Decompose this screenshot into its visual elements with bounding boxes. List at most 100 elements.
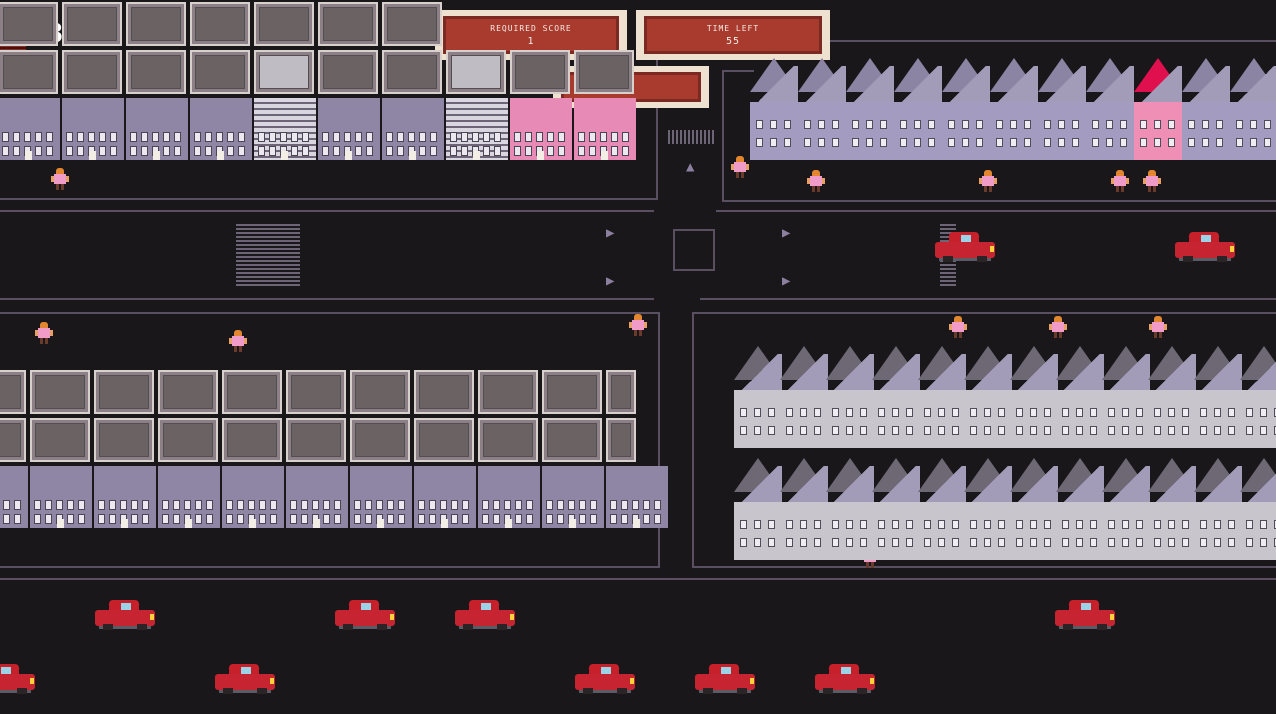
window (1182, 408, 1189, 417)
house-body (1240, 390, 1276, 448)
window (355, 146, 362, 156)
pedestrian-leg (1116, 186, 1119, 192)
window (429, 500, 436, 510)
window (206, 500, 213, 510)
building-front (446, 98, 508, 160)
window (131, 514, 138, 524)
window (906, 520, 913, 529)
window (163, 146, 170, 156)
window (206, 514, 213, 524)
car-wheel (103, 624, 113, 630)
house-roof (798, 66, 846, 106)
window (472, 132, 479, 142)
car-icon (575, 664, 635, 696)
window (996, 120, 1003, 129)
house-roof (1134, 66, 1182, 106)
house-body (1240, 502, 1276, 560)
house-body (798, 102, 846, 160)
house-body (1102, 502, 1150, 560)
rooftop (382, 2, 442, 46)
car-wheel (617, 688, 627, 694)
window (461, 132, 468, 142)
car-icon (695, 664, 755, 696)
building-front (318, 98, 380, 160)
house (1230, 58, 1276, 160)
rooftop (606, 370, 636, 414)
pedestrian-icon (1148, 316, 1168, 338)
house-body (1194, 502, 1242, 560)
window (1090, 408, 1097, 417)
window (1072, 120, 1079, 129)
car-window (481, 603, 491, 611)
window (970, 426, 977, 435)
pedestrian-head (1148, 170, 1156, 177)
house-body (734, 390, 782, 448)
car-body (335, 610, 395, 626)
window (237, 514, 244, 524)
window (66, 132, 73, 142)
window (1154, 408, 1161, 417)
crosswalk (236, 224, 300, 286)
window (924, 520, 931, 529)
house (894, 58, 942, 160)
pedestrian-leg (1153, 186, 1156, 192)
house-roof (846, 66, 894, 106)
house (1056, 346, 1104, 448)
car-wheel (223, 688, 233, 694)
pedestrian-arm (1049, 324, 1052, 330)
window (1016, 408, 1023, 417)
window (323, 514, 330, 524)
window (880, 138, 887, 147)
window (984, 538, 991, 547)
house (964, 346, 1012, 448)
road-line (0, 578, 1276, 580)
house (942, 58, 990, 160)
window (397, 146, 404, 156)
pedestrian-head (736, 156, 744, 163)
rooftop (190, 50, 250, 94)
rooftop (0, 50, 58, 94)
pedestrian-arm (731, 164, 734, 170)
window (355, 132, 362, 142)
window (970, 520, 977, 529)
window (998, 408, 1005, 417)
car-window (961, 235, 971, 243)
window (227, 146, 234, 156)
road-line (692, 312, 694, 568)
window (1030, 408, 1037, 417)
window (386, 146, 393, 156)
house-body (1038, 102, 1086, 160)
window (1228, 520, 1235, 529)
house-body (1010, 502, 1058, 560)
window (365, 500, 372, 510)
rooftop (94, 418, 154, 462)
window (1016, 538, 1023, 547)
house-body (1102, 390, 1150, 448)
pedestrian-arm (1158, 178, 1161, 184)
rooftop (158, 418, 218, 462)
window (142, 514, 149, 524)
window (846, 426, 853, 435)
window (906, 538, 913, 547)
window (109, 514, 116, 524)
window (259, 514, 266, 524)
window (77, 132, 84, 142)
road-line (722, 70, 724, 202)
window (77, 146, 84, 156)
house-roof (750, 66, 798, 106)
window (1250, 138, 1257, 147)
pedestrian-leg (1154, 332, 1157, 338)
window (504, 500, 511, 510)
window (323, 500, 330, 510)
car-bumper (0, 690, 31, 693)
house (734, 458, 782, 560)
window (450, 132, 457, 142)
house-body (1056, 502, 1104, 560)
window (832, 520, 839, 529)
window (333, 146, 340, 156)
pedestrian-arm (1064, 324, 1067, 330)
pedestrian-leg (40, 338, 43, 344)
window (900, 138, 907, 147)
window (984, 520, 991, 529)
